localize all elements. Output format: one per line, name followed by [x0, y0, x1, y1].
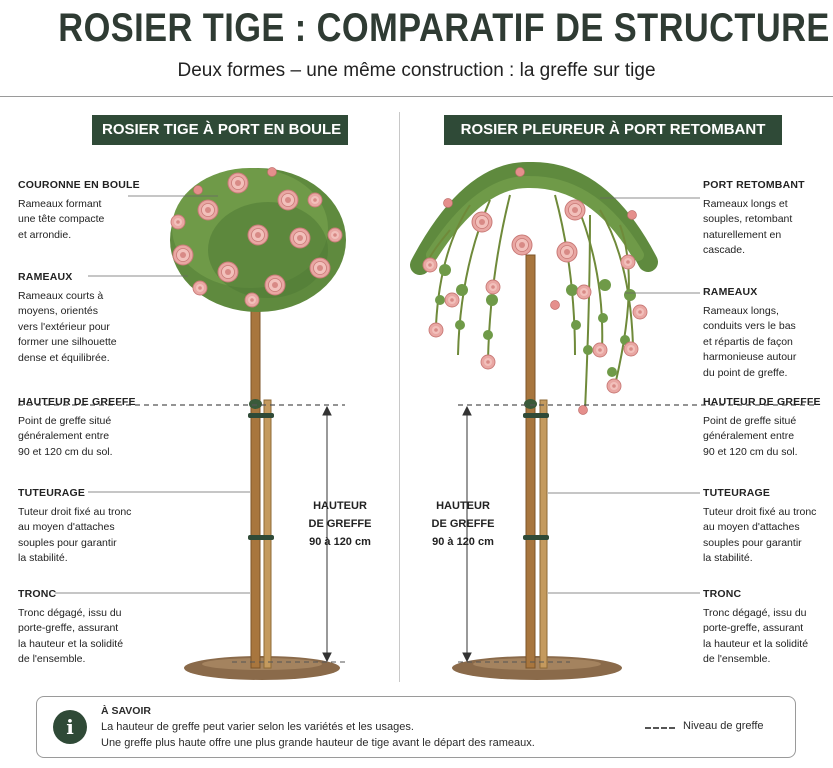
header-divider	[0, 96, 833, 97]
tie	[523, 413, 549, 418]
page-title: ROSIER TIGE : COMPARATIF DE STRUCTURE	[58, 6, 830, 50]
graft-point	[249, 399, 262, 409]
info-line: Une greffe plus haute offre une plus gra…	[101, 737, 535, 749]
height-label-left: HAUTEUR DE GREFFE 90 à 120 cm	[308, 500, 372, 548]
info-icon: i	[53, 710, 87, 744]
page-subtitle: Deux formes – une même construction : la…	[177, 60, 656, 81]
trunk	[250, 299, 261, 669]
tie	[248, 413, 274, 418]
tie	[248, 535, 274, 540]
panel-divider	[399, 112, 400, 682]
left-panel-header: ROSIER TIGE À PORT EN BOULE	[92, 115, 348, 145]
left-tree	[170, 167, 346, 680]
left-leaders	[55, 195, 250, 594]
right-panel-header: ROSIER PLEUREUR À PORT RETOMBANT	[444, 115, 782, 145]
info-title: À SAVOIR	[101, 705, 151, 717]
info-line: La hauteur de greffe peut varier selon l…	[101, 721, 414, 733]
tie	[523, 535, 549, 540]
legend-dashed-line	[645, 727, 675, 729]
height-label-right: HAUTEUR DE GREFFE 90 à 120 cm	[431, 500, 495, 548]
trunk	[525, 254, 536, 669]
stake	[539, 399, 548, 669]
height-arrow-left	[322, 405, 332, 663]
graft-point	[524, 399, 537, 409]
height-arrow-right	[462, 405, 472, 663]
right-tree	[410, 161, 658, 680]
stake	[263, 399, 272, 669]
info-box: i À SAVOIR La hauteur de greffe peut var…	[36, 696, 796, 758]
legend-graft-level: Niveau de greffe	[683, 720, 764, 732]
right-leaders	[548, 197, 700, 594]
illustration	[18, 161, 818, 680]
